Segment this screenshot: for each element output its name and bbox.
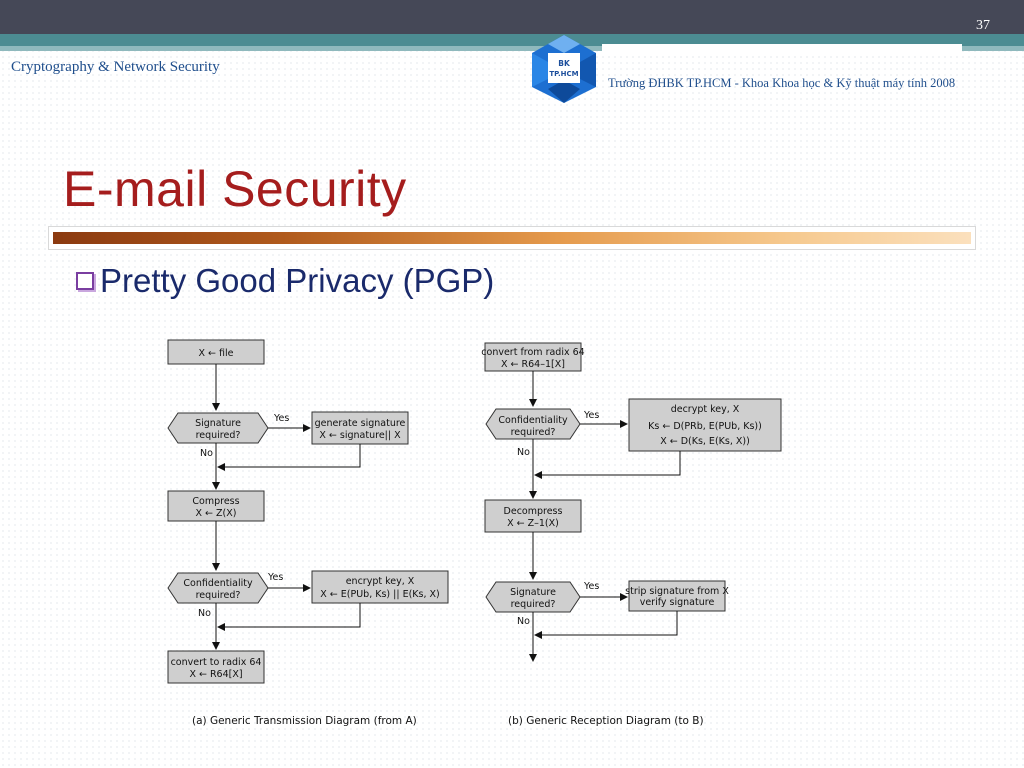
box-encrypt bbox=[311, 570, 449, 604]
text-conf-q-b-2: required? bbox=[511, 427, 556, 438]
university-logo: BK TP.HCM bbox=[532, 35, 596, 103]
text-sig-q-b-2: required? bbox=[511, 599, 556, 610]
box-radix bbox=[167, 650, 265, 684]
label-no-b-2: No bbox=[517, 616, 530, 627]
text-conf-q-b-1: Confidentiality bbox=[498, 415, 568, 426]
bullet-text: Pretty Good Privacy (PGP) bbox=[100, 262, 495, 299]
logo-text-tphcm: TP.HCM bbox=[549, 70, 578, 78]
text-decrypt-3: X ← D(Ks, E(Ks, X)) bbox=[660, 436, 750, 447]
caption-transmission: (a) Generic Transmission Diagram (from A… bbox=[192, 715, 417, 727]
pgp-diagram: X ← file Signature required? Yes No gene… bbox=[167, 339, 782, 727]
text-gen-sig-2: X ← signature|| X bbox=[319, 430, 401, 441]
text-encrypt-1: encrypt key, X bbox=[346, 576, 415, 587]
text-decrypt-2: Ks ← D(PRb, E(PUb, Ks)) bbox=[648, 421, 762, 432]
text-from-radix-2: X ← R64–1[X] bbox=[501, 359, 565, 370]
header-white-band bbox=[602, 44, 962, 56]
text-conf-q-1: Confidentiality bbox=[183, 578, 253, 589]
slide-title: E-mail Security bbox=[63, 161, 407, 217]
label-yes-1: Yes bbox=[273, 413, 289, 424]
text-sig-q-b-1: Signature bbox=[510, 587, 556, 598]
text-decompress-1: Decompress bbox=[504, 506, 563, 517]
label-yes-b-1: Yes bbox=[583, 410, 599, 421]
course-title: Cryptography & Network Security bbox=[11, 59, 220, 75]
text-encrypt-2: X ← E(PUb, Ks) || E(Ks, X) bbox=[320, 589, 439, 600]
label-no-1: No bbox=[200, 448, 213, 459]
text-strip-1: strip signature from X bbox=[625, 586, 729, 597]
bullet-square-icon bbox=[76, 272, 94, 290]
box-file bbox=[167, 339, 265, 365]
page-number: 37 bbox=[976, 18, 990, 33]
label-yes-b-2: Yes bbox=[583, 581, 599, 592]
text-decompress-2: X ← Z–1(X) bbox=[507, 518, 559, 529]
label-no-2: No bbox=[198, 608, 211, 619]
box-decompress bbox=[484, 499, 582, 533]
text-decrypt-1: decrypt key, X bbox=[671, 404, 740, 415]
label-no-b-1: No bbox=[517, 447, 530, 458]
title-rule bbox=[53, 232, 971, 244]
label-yes-2: Yes bbox=[267, 572, 283, 583]
school-name: Trường ĐHBK TP.HCM - Khoa Khoa học & Kỹ … bbox=[608, 76, 956, 90]
box-generate-signature bbox=[311, 411, 409, 445]
text-file: X ← file bbox=[199, 348, 234, 359]
bullet-item: Pretty Good Privacy (PGP) bbox=[76, 262, 494, 300]
text-from-radix-1: convert from radix 64 bbox=[481, 347, 584, 358]
box-compress bbox=[167, 490, 265, 522]
logo-text-bk: BK bbox=[558, 59, 571, 68]
text-strip-2: verify signature bbox=[640, 597, 715, 608]
box-strip bbox=[628, 580, 726, 612]
caption-reception: (b) Generic Reception Diagram (to B) bbox=[508, 715, 704, 727]
text-compress-2: X ← Z(X) bbox=[196, 508, 237, 519]
text-conf-q-2: required? bbox=[196, 590, 241, 601]
box-from-radix bbox=[484, 342, 582, 372]
text-compress-1: Compress bbox=[192, 496, 239, 507]
box-decrypt bbox=[628, 398, 782, 452]
text-radix-1: convert to radix 64 bbox=[171, 657, 262, 668]
text-sig-q-1: Signature bbox=[195, 418, 241, 429]
top-stripe-light bbox=[0, 46, 1024, 51]
top-bar bbox=[0, 0, 1024, 34]
text-gen-sig-1: generate signature bbox=[315, 418, 406, 429]
text-radix-2: X ← R64[X] bbox=[189, 669, 242, 680]
text-sig-q-2: required? bbox=[196, 430, 241, 441]
